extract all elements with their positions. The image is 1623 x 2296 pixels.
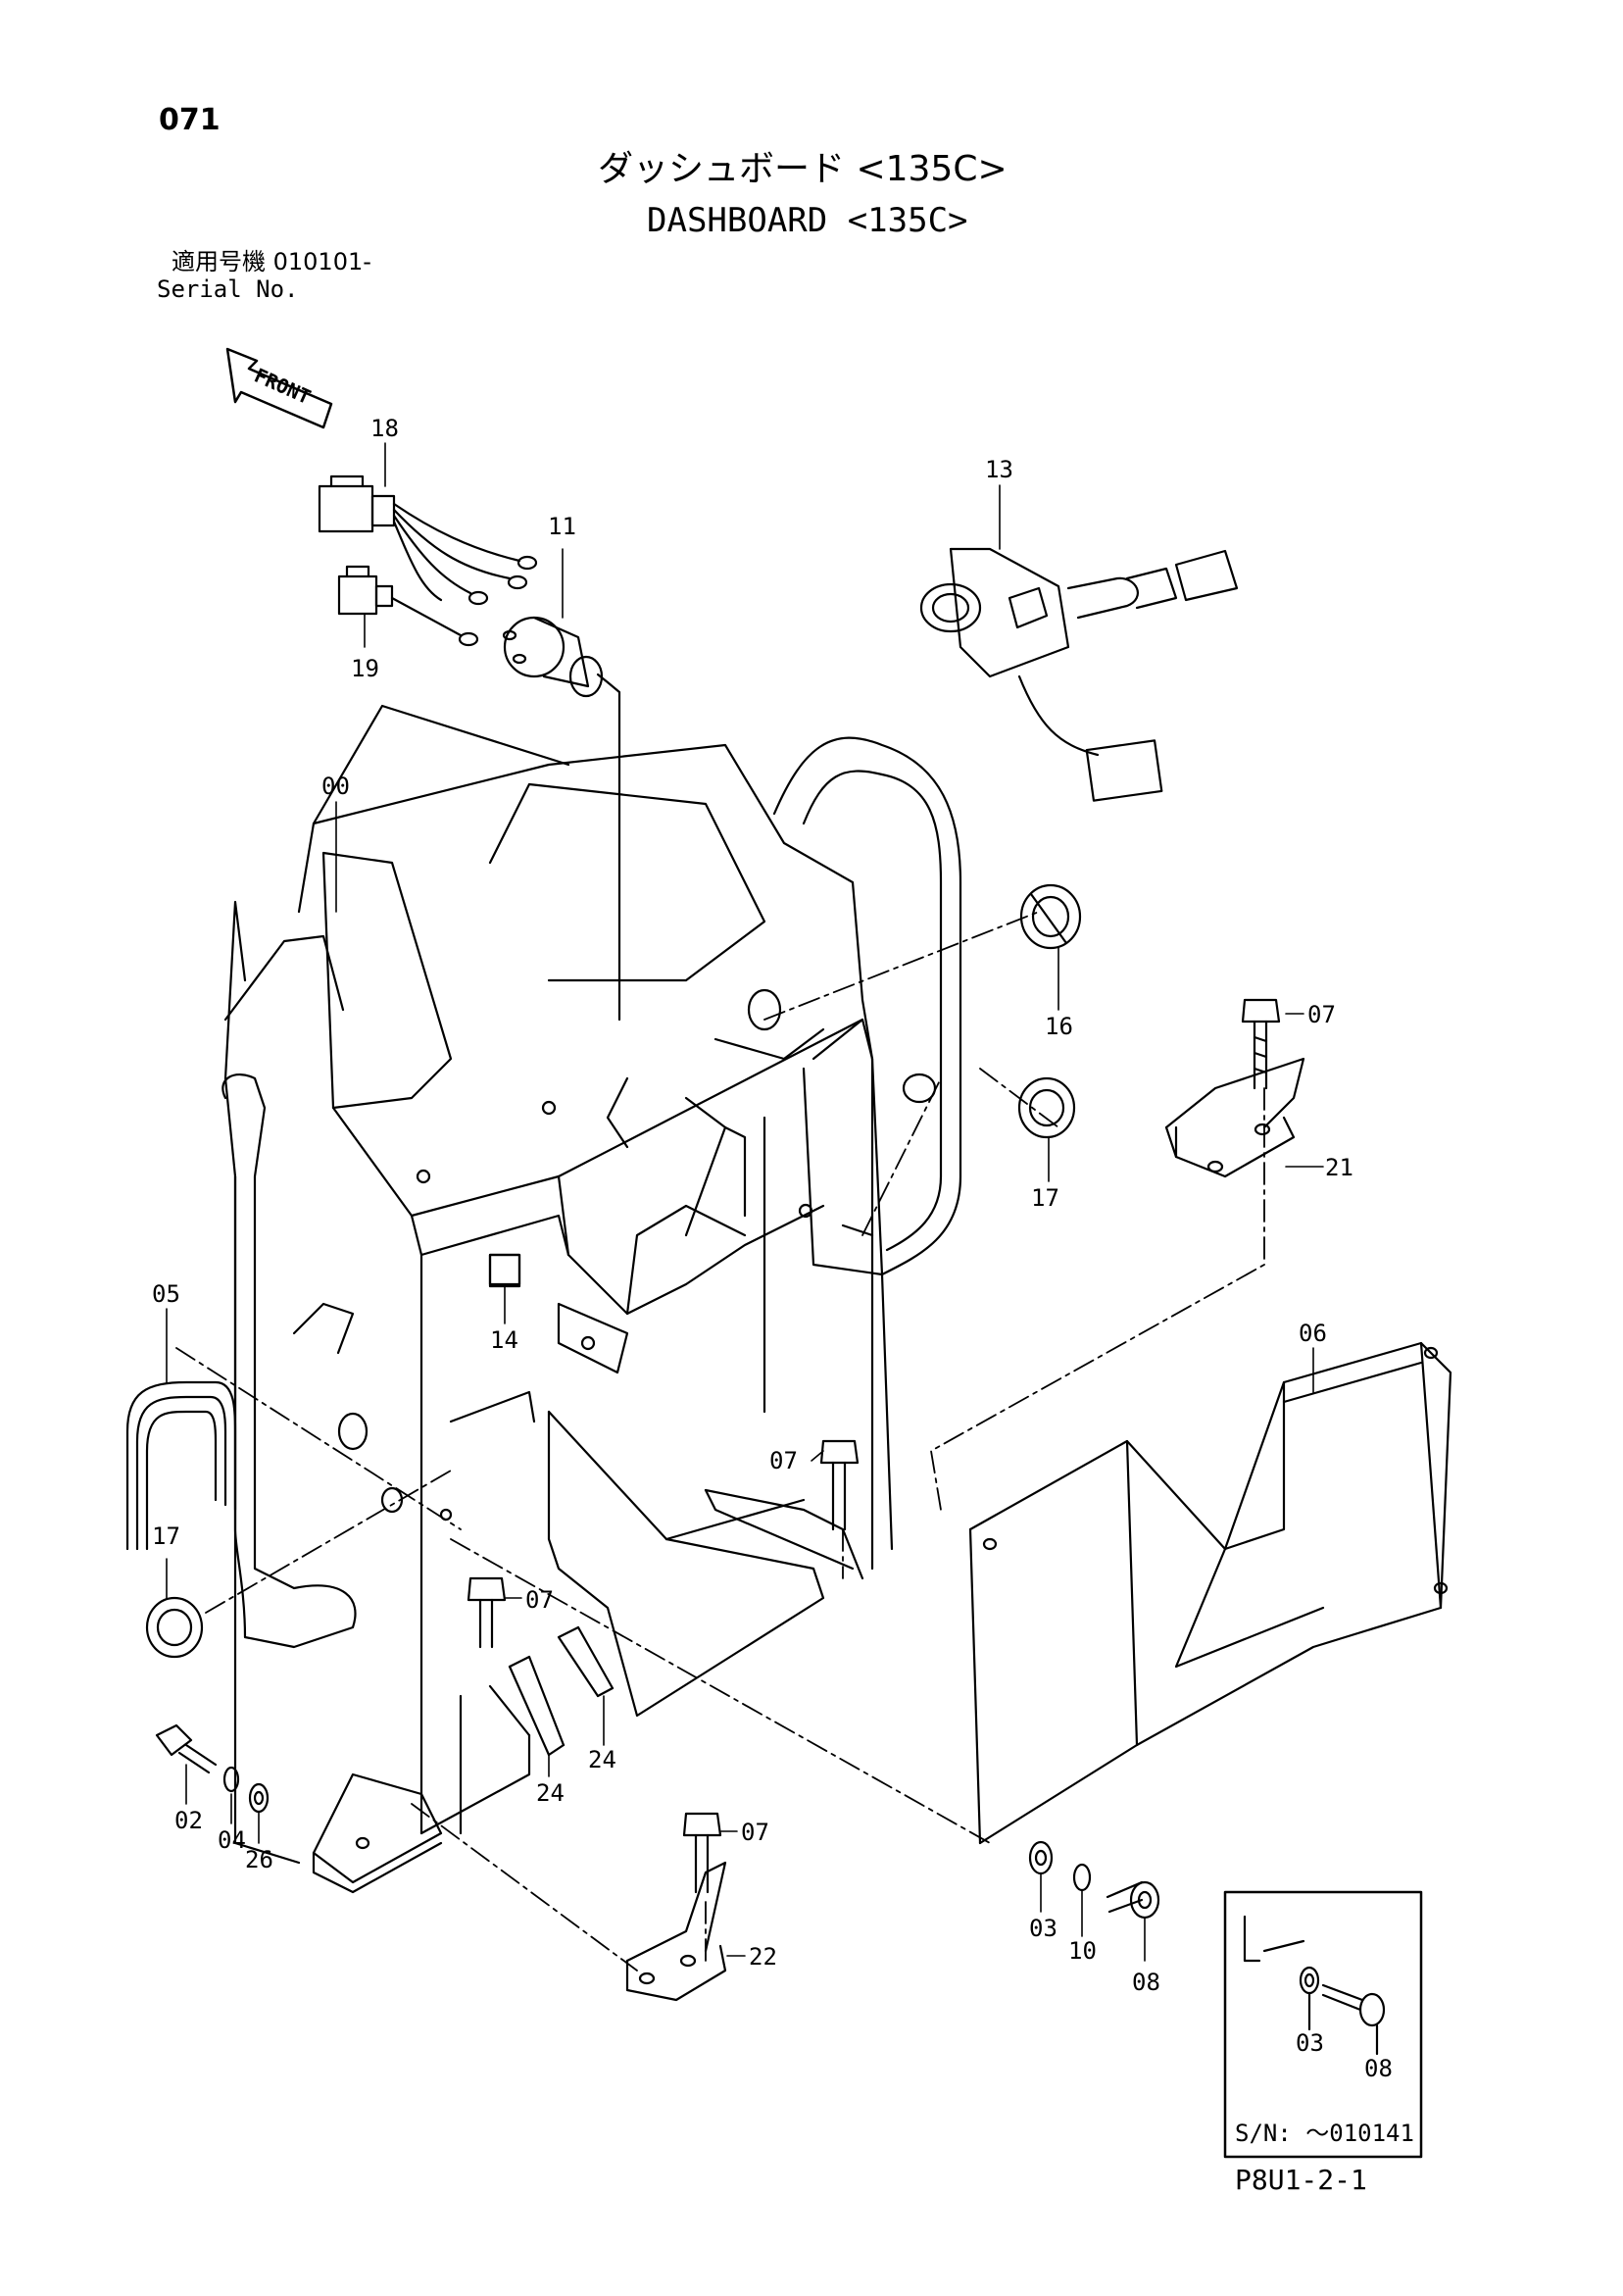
callout-19: 19 [351,655,379,682]
serial-number-label-japanese: 適用号機 010101- [172,248,371,275]
callout-11: 11 [548,513,576,540]
callout-07-upper: 07 [1307,1001,1336,1028]
bracket-part-21 [1164,1057,1305,1178]
callout-03-inset: 03 [1296,2029,1324,2057]
callout-26: 26 [245,1846,273,1873]
front-arrow-label: FRONT [251,364,315,409]
dashboard-frame-part-00 [223,704,894,1865]
lock-washer-part-04 [222,1766,240,1793]
callout-14: 14 [490,1326,518,1354]
page-title-japanese: ダッシュボード <135C> [598,149,1008,189]
cover-part-06 [968,1341,1452,1845]
wire-lead-part-19 [337,565,479,647]
bolt-part-07-upper [1241,998,1281,1090]
callout-04: 04 [218,1826,246,1854]
callout-10: 10 [1068,1937,1097,1965]
front-arrow-icon: FRONT [225,347,333,429]
callout-18: 18 [370,415,399,442]
bolt-part-07-center [819,1439,860,1531]
spring-part-24-right [557,1625,615,1698]
illustration-code: P8U1-2-1 [1235,2164,1367,2196]
callout-08: 08 [1132,1969,1160,1996]
bracket-lower-left [312,1772,443,1894]
callout-08-inset: 08 [1364,2055,1393,2082]
handrail [772,736,962,1276]
washer-part-26 [248,1782,270,1814]
callout-13: 13 [985,456,1013,483]
wire-harness-part-18 [318,474,538,606]
lever-switch-part-13 [919,547,1239,802]
reference-lines [175,911,1265,1972]
screw-part-08 [1106,1880,1160,1920]
bracket-part-22 [625,1861,727,2002]
lock-washer-part-10 [1072,1863,1092,1892]
callout-24-left: 24 [536,1779,565,1807]
callout-16: 16 [1045,1013,1073,1040]
grommet-part-17-upper [1017,1076,1076,1139]
grommet-part-16 [902,883,1082,1104]
washer-part-03 [1028,1840,1054,1875]
callout-22: 22 [749,1943,777,1971]
callout-02: 02 [174,1807,203,1834]
inset-detail-box: S/N: ～010141 [1223,1890,1423,2159]
bolt-part-02 [155,1723,218,1774]
callout-labels: 18 19 11 13 00 16 07 21 17 05 14 06 07 1… [152,415,1393,2082]
callout-17-upper: 17 [1031,1184,1059,1212]
seal-strip-part-05 [125,1380,237,1551]
callout-07-lower: 07 [525,1586,554,1614]
bolt-part-07-lower [467,1576,507,1649]
callout-17-lower: 17 [152,1522,180,1550]
key-switch-part-11 [502,616,621,1022]
grommet-part-17-lower [145,1596,204,1659]
callout-06: 06 [1299,1320,1327,1347]
callout-05: 05 [152,1280,180,1308]
callout-00: 00 [321,773,350,800]
callout-03: 03 [1029,1915,1057,1942]
page-number: 071 [159,103,221,137]
callout-21: 21 [1325,1154,1353,1181]
leader-lines [166,442,1378,2055]
side-pipe [221,1073,357,1649]
page-title-english: DASHBOARD <135C> [647,201,968,240]
bolt-part-07-bottom [682,1812,722,1894]
callout-07-bottom: 07 [741,1819,769,1846]
callout-24-right: 24 [588,1746,616,1773]
plate-part-14 [488,1253,521,1288]
serial-number-label-english: Serial No. [157,275,299,303]
callout-07-center: 07 [769,1447,798,1474]
spring-part-24-left [508,1655,566,1757]
inset-label: S/N: ～010141 [1235,2120,1414,2147]
